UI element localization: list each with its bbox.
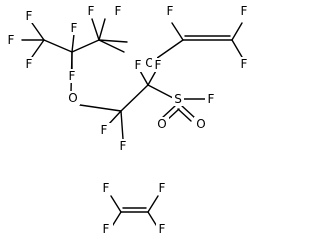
svg-text:F: F <box>101 123 108 137</box>
atom-label: F <box>117 139 130 153</box>
atom-label: F <box>132 58 145 72</box>
svg-text:F: F <box>167 4 174 18</box>
atom-label: F <box>100 181 113 195</box>
atom-label: F <box>98 123 111 137</box>
svg-text:F: F <box>208 92 215 106</box>
svg-text:O: O <box>68 91 77 105</box>
bonds-molecule-1 <box>21 18 243 140</box>
svg-text:F: F <box>8 33 15 47</box>
atom-label: F <box>205 92 218 106</box>
svg-text:F: F <box>103 181 110 195</box>
svg-text:F: F <box>115 4 122 18</box>
svg-text:O: O <box>196 117 205 131</box>
svg-text:F: F <box>155 58 162 72</box>
structure-diagram: F F F F F F O F <box>5 4 251 236</box>
svg-text:S: S <box>174 92 182 106</box>
svg-text:F: F <box>241 57 248 71</box>
svg-text:F: F <box>159 222 166 236</box>
svg-text:F: F <box>241 4 248 18</box>
atom-labels: F F F F F F O F <box>5 4 251 236</box>
atom-label: O <box>194 117 208 131</box>
atom-label: F <box>5 33 18 47</box>
atom-label: F <box>238 57 251 71</box>
atom-label: O <box>155 117 169 131</box>
atom-label: F <box>152 58 165 72</box>
svg-text:F: F <box>88 4 95 18</box>
svg-text:F: F <box>26 9 33 23</box>
svg-text:F: F <box>159 181 166 195</box>
atom-label: F <box>156 181 169 195</box>
svg-text:F: F <box>103 222 110 236</box>
atom-label: F <box>68 21 81 35</box>
atom-label: F <box>156 222 169 236</box>
atom-label: F <box>23 57 36 71</box>
svg-text:F: F <box>71 21 78 35</box>
svg-text:O: O <box>145 56 154 70</box>
svg-text:F: F <box>69 69 76 83</box>
svg-text:F: F <box>26 57 33 71</box>
atom-label: F <box>112 4 125 18</box>
atom-label: F <box>238 4 251 18</box>
bonds-molecule-2 <box>110 195 159 229</box>
svg-text:F: F <box>120 139 127 153</box>
atom-label: F <box>23 9 36 23</box>
atom-label: F <box>66 69 79 83</box>
svg-text:O: O <box>157 117 166 131</box>
atom-label: F <box>100 222 113 236</box>
atom-label: S <box>172 92 184 106</box>
svg-text:F: F <box>135 58 142 72</box>
atom-label: F <box>164 4 177 18</box>
atom-label: O <box>66 91 80 105</box>
atom-label: F <box>85 4 98 18</box>
